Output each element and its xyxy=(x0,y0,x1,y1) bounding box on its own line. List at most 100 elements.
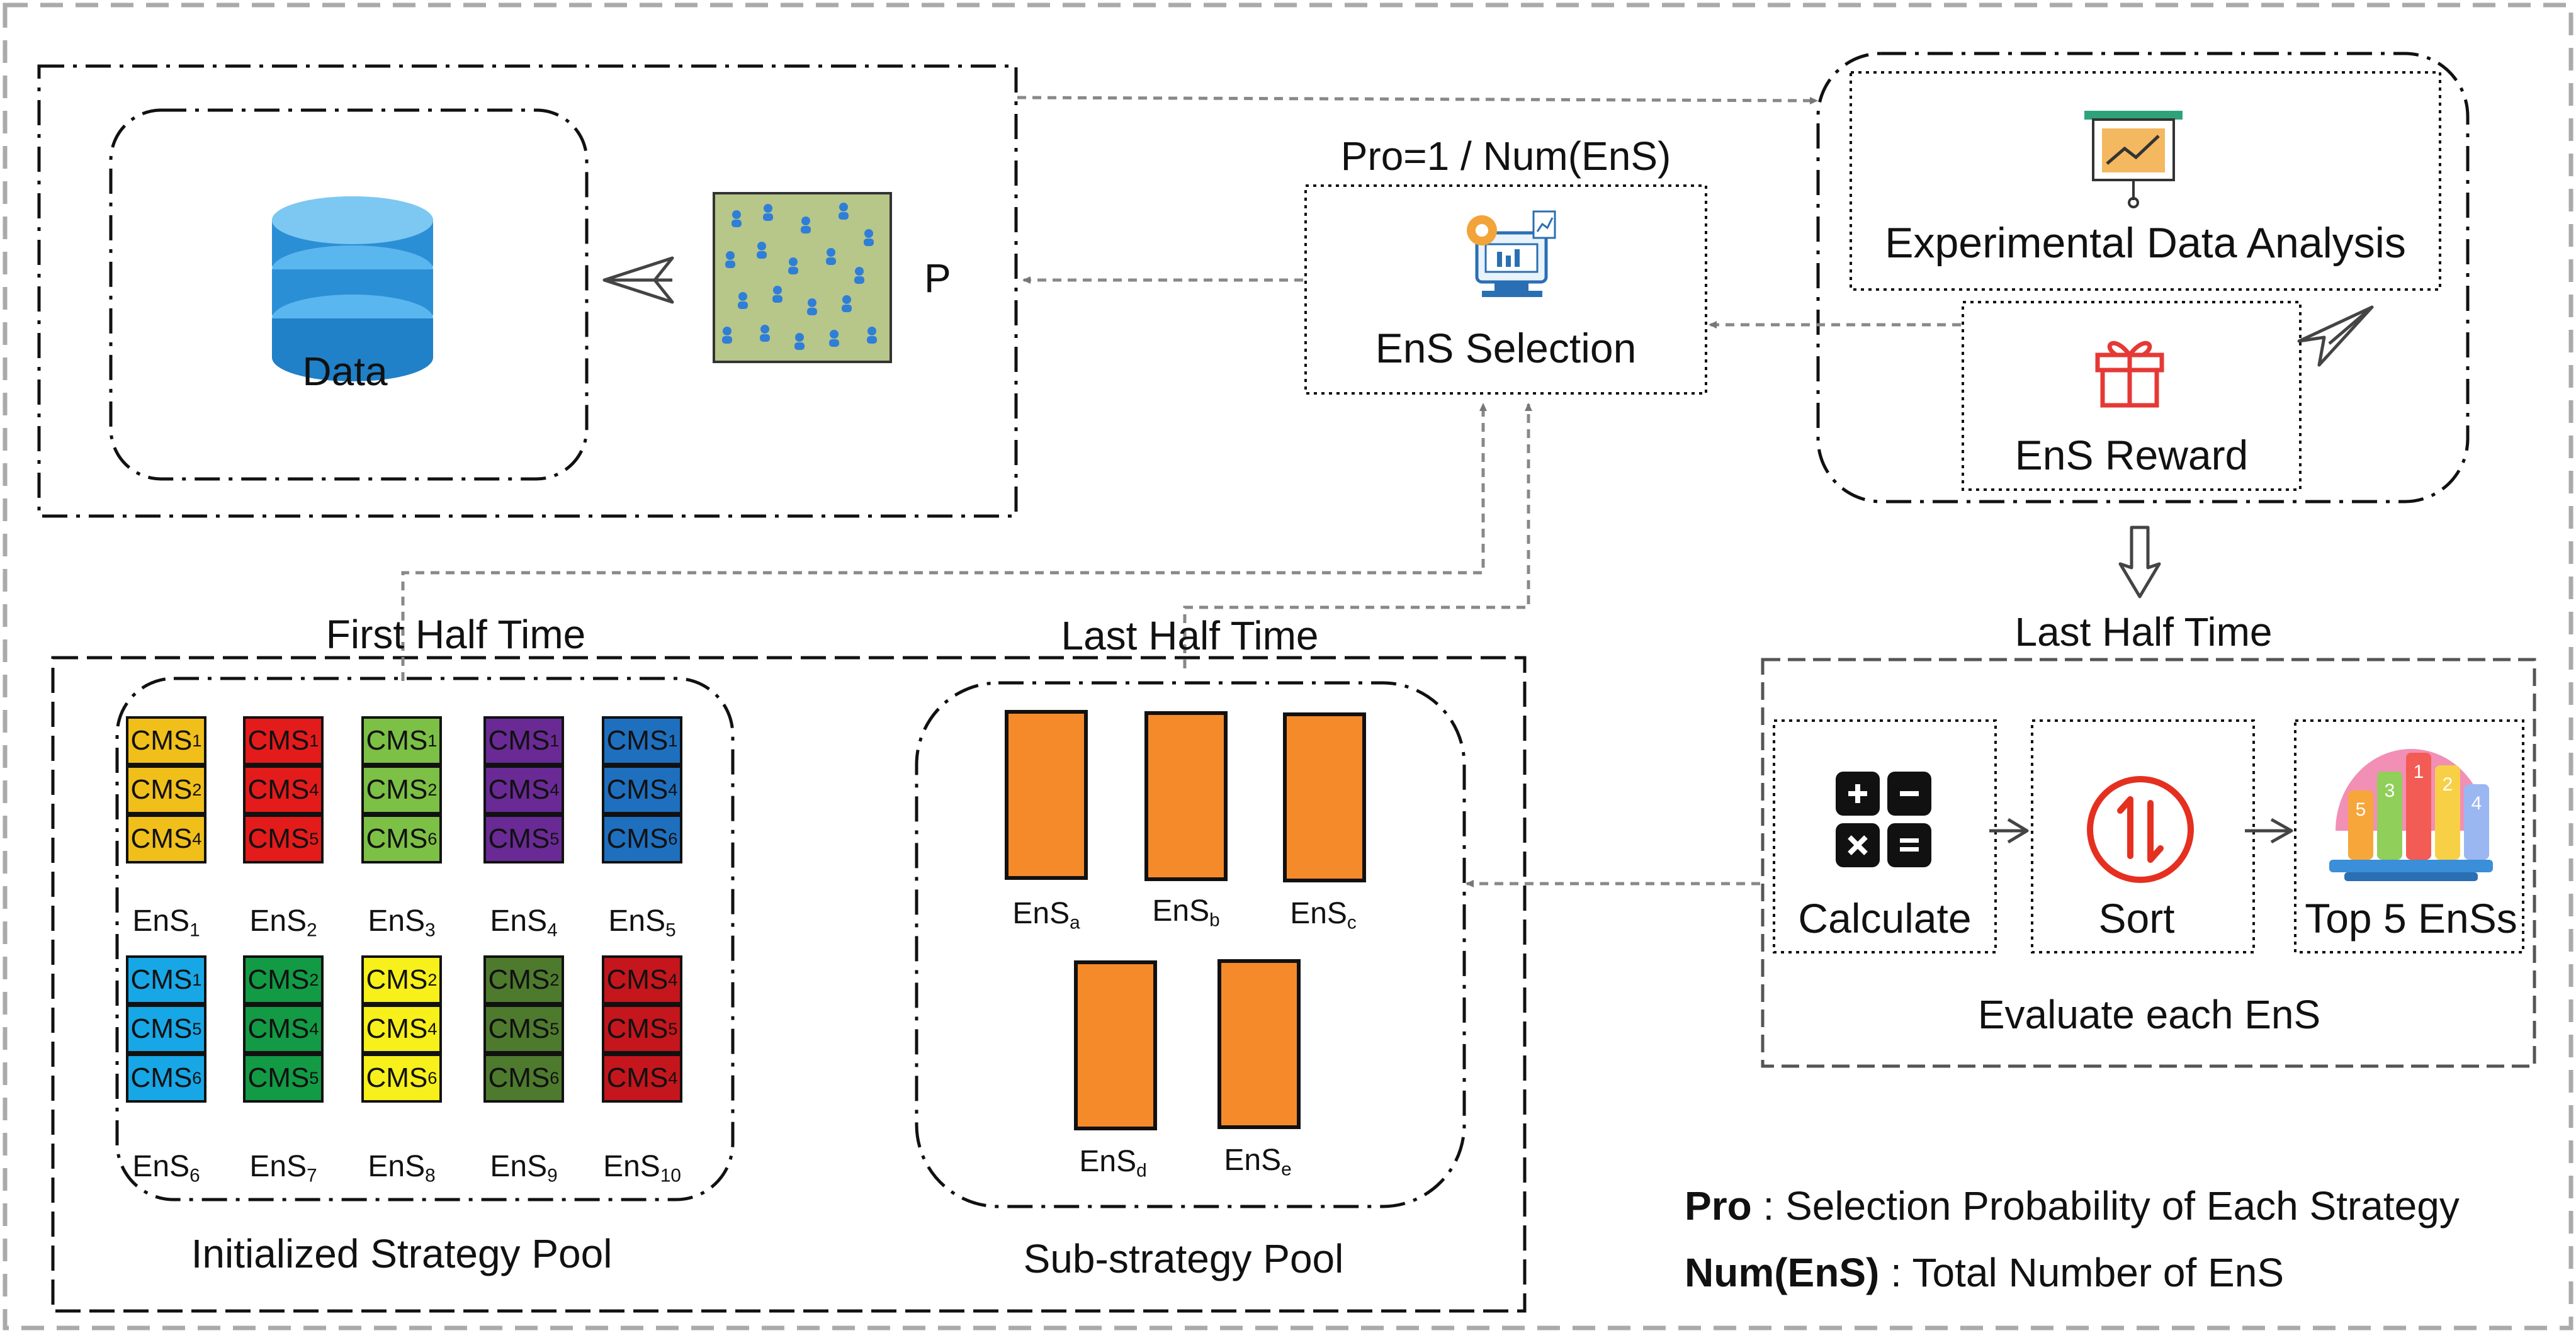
population-icon xyxy=(713,192,892,363)
population-label: P xyxy=(924,256,951,301)
evaluate-caption: Evaluate each EnS xyxy=(1977,992,2321,1037)
strategy-label: EnS2 xyxy=(249,904,317,941)
rank-number: 3 xyxy=(2385,780,2395,801)
strategy-label: EnS5 xyxy=(608,904,676,941)
strategy-label: EnS8 xyxy=(368,1150,436,1186)
strategy-label: EnS3 xyxy=(368,904,436,941)
data-region-box xyxy=(37,64,1018,518)
rank-number: 5 xyxy=(2356,799,2366,820)
connector-data-to-analysis xyxy=(1017,96,1818,104)
data-label: Data xyxy=(302,349,388,394)
strategy-label: EnS6 xyxy=(132,1150,200,1186)
arrow-population-to-data xyxy=(602,256,674,304)
legend-num-term: Num(EnS) xyxy=(1685,1250,1880,1295)
last-half-title-left: Last Half Time xyxy=(1061,613,1319,658)
connector-first-half-to-selection xyxy=(401,403,1487,681)
rank-number: 1 xyxy=(2414,762,2424,782)
sub-strategy-label: EnSb xyxy=(1152,894,1220,931)
initialized-pool-label: Initialized Strategy Pool xyxy=(191,1231,613,1276)
initialized-pool-box xyxy=(115,677,735,1201)
rank-bar xyxy=(2406,753,2431,860)
legend-pro-desc: : Selection Probability of Each Strategy xyxy=(1751,1183,2460,1229)
sub-strategy-bar xyxy=(1144,711,1228,881)
legend-pro-term: Pro xyxy=(1685,1183,1752,1229)
strategy-label: EnS10 xyxy=(603,1150,681,1186)
analysis-box xyxy=(1850,71,2441,291)
calculator-icon xyxy=(1836,772,1931,867)
pool-region-box xyxy=(51,656,1527,1313)
rank-bar xyxy=(2464,784,2489,860)
gift-icon xyxy=(2095,340,2164,408)
sort-label: Sort xyxy=(2098,895,2175,942)
sort-icon xyxy=(2087,776,2194,883)
rank-bar xyxy=(2377,772,2402,860)
sub-strategy-bar xyxy=(1217,959,1301,1129)
legend-num-desc: : Total Number of EnS xyxy=(1879,1250,2284,1295)
calculate-label: Calculate xyxy=(1798,895,1972,942)
analysis-group-box xyxy=(1816,52,2470,503)
arrow-reward-to-evaluate xyxy=(2118,526,2161,599)
legend-pro: Pro : Selection Probability of Each Stra… xyxy=(1685,1186,2460,1226)
sub-pool-box xyxy=(915,681,1466,1208)
sub-strategy-bar xyxy=(1283,712,1366,882)
top-box xyxy=(2294,719,2524,953)
reward-label: EnS Reward xyxy=(2014,432,2249,478)
strategy-label: EnS4 xyxy=(490,904,558,941)
rank-bar xyxy=(2348,790,2373,860)
arrow-calculate-to-sort xyxy=(1989,818,2029,844)
sub-strategy-label: EnSd xyxy=(1079,1145,1147,1181)
reward-box xyxy=(1962,301,2302,491)
data-inner-box xyxy=(109,108,589,481)
selection-icon xyxy=(1467,210,1556,297)
sub-strategy-bar xyxy=(1074,960,1157,1130)
presentation-chart-icon xyxy=(2084,111,2183,208)
database-icon xyxy=(272,196,433,381)
legend-num: Num(EnS) : Total Number of EnS xyxy=(1685,1252,2284,1293)
sub-strategy-label: EnSa xyxy=(1012,897,1080,933)
sub-pool-label: Sub-strategy Pool xyxy=(1023,1236,1344,1281)
first-half-title: First Half Time xyxy=(325,612,586,657)
evaluate-group-box xyxy=(1761,658,2536,1068)
selection-box xyxy=(1304,184,1707,395)
connector-last-half-to-selection xyxy=(1183,403,1532,668)
rank-bar xyxy=(2435,765,2460,860)
outer-frame xyxy=(3,3,2573,1330)
